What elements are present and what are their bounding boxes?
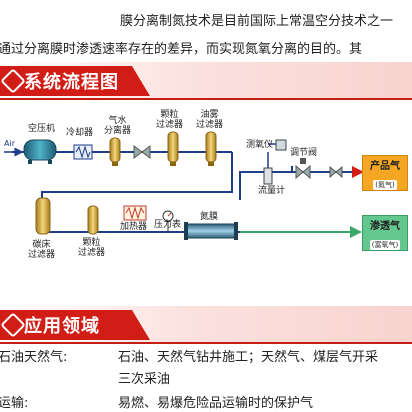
section-header-flow: 系统流程图 [0,62,412,100]
oxygen-meter-shape [275,139,287,151]
product-gas-title: 产品气 [370,161,400,172]
flow-meter-label: 流量计 [258,186,286,196]
oxygen-meter-label: 测氧仪 [246,140,274,150]
intro-line-2: 通过分离膜时渗透速率存在的差异，而实现氮氧分离的目的。其 [0,42,363,57]
permeate-gas-title: 渗透气 [370,221,400,232]
control-valve-shape [295,164,311,180]
app-text-transport: 易燃、易爆危险品运输时的保护气 [118,396,314,411]
section-header-apps: 应用领域 [0,306,412,344]
water-separator-label: 气水分离器 [104,116,132,136]
flow-svg: Air [4,131,364,240]
membrane-label: 氮膜 [200,212,219,222]
app-text-oil: 石油、天然气钻井施工；天然气、煤层气开采 [118,350,379,365]
section-tag [0,310,150,340]
permeate-gas-box: 渗透气 (富氧气) [362,215,408,251]
intro-text: 膜分离制氮技术是目前国际上常温空分技术之一 通过分离膜时渗透速率存在的差异，而实… [0,0,412,62]
particle-filter-1-shape [167,131,179,163]
compressor-shape [23,139,57,161]
app-label-transport: 运输: [0,396,29,411]
valve-2 [329,165,343,179]
compressor-label: 空压机 [28,124,56,134]
oil-filter-label: 油雾过滤器 [196,110,224,130]
cooler-label: 冷却器 [66,128,94,138]
app-text-oil-2: 三次采油 [118,372,171,387]
particle-filter-2-label: 颗粒过滤器 [78,238,106,258]
product-gas-box: 产品气 (氮气) [362,155,408,191]
flow-diagram: Air [0,100,412,300]
product-gas-sub: (氮气) [373,180,397,190]
section-tag [0,66,150,96]
water-separator-shape [109,137,121,163]
particle-filter-2-shape [87,205,99,235]
control-valve-label: 调节阀 [290,148,318,158]
valve-1 [133,145,151,159]
flow-meter-shape [263,167,273,185]
pressure-gauge-label: 压力表 [154,220,182,230]
air-label: Air [4,139,16,148]
particle-filter-1-label: 颗粒过滤器 [156,110,184,130]
section-title: 应用领域 [24,316,100,337]
carbon-filter-label: 碳床过滤器 [28,240,56,260]
oil-filter-shape [205,131,217,163]
section-title: 系统流程图 [24,72,119,93]
intro-line-1: 膜分离制氮技术是目前国际上常温空分技术之一 [120,14,394,29]
permeate-gas-sub: (富氧气) [369,240,401,250]
app-label-oil: 石油天然气: [0,350,68,365]
carbon-filter-shape [35,197,51,235]
pipe-return [41,152,233,200]
heater-label: 加热器 [120,222,148,232]
membrane-shape [185,223,237,239]
